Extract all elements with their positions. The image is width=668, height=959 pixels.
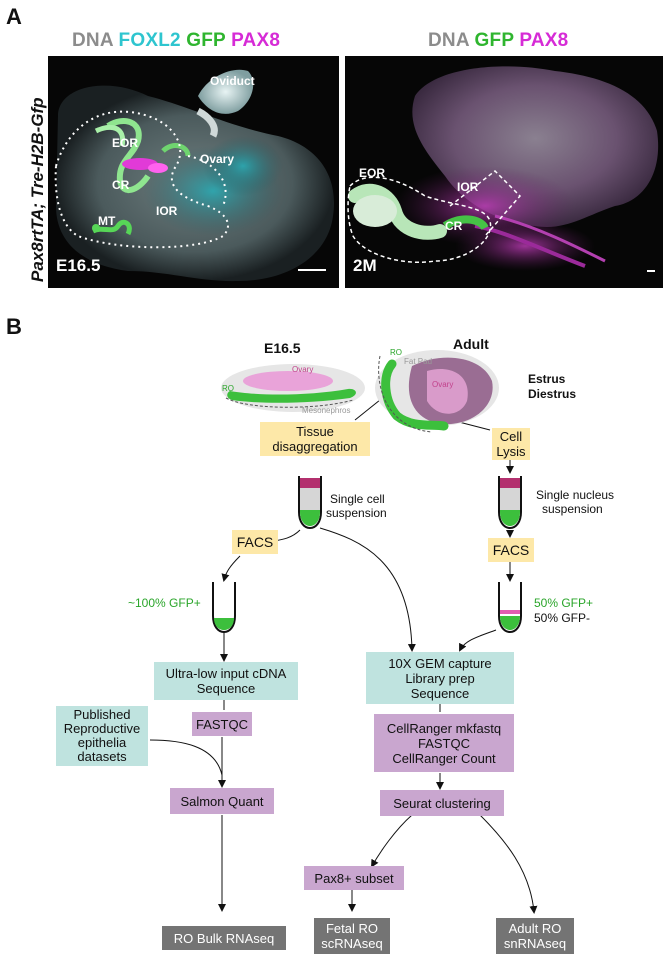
- gem-line3: Sequence: [410, 685, 470, 701]
- single-cell-tube: [298, 476, 322, 530]
- ultralow-line1: Ultra-low input cDNA: [165, 666, 287, 681]
- fetal-line1: Fetal RO: [325, 921, 378, 936]
- adult-fatpad-label: Fat Pad: [404, 357, 433, 366]
- tissue-disagg-line1: Tissue: [296, 424, 334, 439]
- single-nucleus-line2: suspension: [542, 502, 603, 516]
- gfp50-tube: [498, 582, 522, 634]
- gfp50neg-label: 50% GFP-: [534, 611, 591, 625]
- adult-line2: snRNAseq: [503, 936, 567, 951]
- gfp100-tube: [212, 582, 236, 634]
- adult-title: Adult: [453, 336, 489, 352]
- gfp100-label: ~100% GFP+: [128, 596, 201, 610]
- fetal-line2: scRNAseq: [321, 936, 383, 951]
- stage-label: E16.5: [56, 256, 101, 275]
- adult-ovary-label: Ovary: [432, 380, 454, 389]
- diestrus-label: Diestrus: [528, 387, 577, 401]
- facs-right-box: FACS: [488, 538, 534, 562]
- cellranger-line2: FASTQC: [417, 735, 470, 751]
- single-cell-line1: Single cell: [330, 492, 385, 506]
- cellranger-line1: CellRanger mkfastq: [386, 720, 502, 736]
- panel-a-letter: A: [6, 4, 22, 29]
- published-line4: datasets: [77, 749, 127, 764]
- label-eor: EOR: [112, 136, 139, 150]
- published-line1: Published: [73, 707, 131, 722]
- label-ior: IOR: [156, 204, 178, 218]
- right-stain-header: DNA GFP PAX8: [428, 30, 568, 52]
- left-stain-header: DNA FOXL2 GFP PAX8: [72, 30, 280, 52]
- ro-bulk-rnaseq-box: RO Bulk RNAseq: [162, 926, 286, 950]
- stain-dna: DNA: [72, 30, 114, 51]
- adult-ro-box: Adult RO snRNAseq: [496, 918, 574, 954]
- micrograph-e16-5: Oviduct EOR Ovary CR IOR MT E16.5: [48, 56, 339, 288]
- cellranger-line3: CellRanger Count: [392, 750, 496, 766]
- micrograph-2m: EOR IOR CR 2M: [345, 56, 663, 288]
- cell-lysis-line2: Lysis: [496, 444, 526, 459]
- stain-pax8: PAX8: [519, 30, 569, 51]
- cell-lysis-box: Cell Lysis: [492, 428, 530, 460]
- label-oviduct: Oviduct: [210, 74, 255, 88]
- cellranger-box: CellRanger mkfastq FASTQC CellRanger Cou…: [374, 714, 514, 772]
- stain-dna: DNA: [428, 30, 470, 51]
- stain-gfp: GFP: [186, 30, 226, 51]
- gfp50pos-label: 50% GFP+: [534, 596, 594, 610]
- stage-label: 2M: [353, 256, 377, 275]
- adult-schematic: [375, 350, 499, 433]
- gem-capture-box: 10X GEM capture Library prep Sequence: [366, 652, 514, 704]
- seurat-clustering-box: Seurat clustering: [380, 790, 504, 816]
- gem-line1: 10X GEM capture: [388, 655, 492, 671]
- fastqc-box: FASTQC: [192, 712, 252, 736]
- stain-foxl2: FOXL2: [118, 30, 181, 51]
- label-mt: MT: [98, 214, 116, 228]
- label-ovary: Ovary: [200, 152, 235, 166]
- label-cr: CR: [445, 219, 463, 233]
- e165-mesonephros-label: Mesonephros: [302, 406, 351, 415]
- ultralow-box: Ultra-low input cDNA Sequence: [154, 662, 298, 700]
- e165-schematic: [221, 364, 365, 412]
- panel-b-letter: B: [6, 314, 22, 339]
- stain-gfp: GFP: [474, 30, 514, 51]
- published-datasets-box: Published Reproductive epithelia dataset…: [56, 706, 148, 766]
- estrus-label: Estrus: [528, 372, 566, 386]
- cell-lysis-line1: Cell: [499, 429, 523, 444]
- e165-title: E16.5: [264, 340, 301, 356]
- label-cr: CR: [112, 178, 130, 192]
- facs-left-box: FACS: [232, 530, 278, 554]
- fetal-ro-box: Fetal RO scRNAseq: [314, 918, 390, 954]
- salmon-quant-box: Salmon Quant: [170, 788, 274, 814]
- stain-pax8: PAX8: [231, 30, 281, 51]
- adult-ro-label: RO: [390, 348, 402, 357]
- pax8-subset-box: Pax8+ subset: [304, 866, 404, 890]
- label-eor: EOR: [359, 166, 386, 180]
- e165-ovary-label: Ovary: [292, 365, 314, 374]
- label-ior: IOR: [457, 180, 479, 194]
- ultralow-line2: Sequence: [196, 681, 256, 696]
- adult-line1: Adult RO: [508, 921, 562, 936]
- tissue-disagg-line2: disaggregation: [272, 439, 358, 454]
- gem-line2: Library prep: [405, 670, 475, 686]
- e165-ro-label: RO: [222, 384, 234, 393]
- published-line3: epithelia: [77, 735, 127, 750]
- single-nucleus-line1: Single nucleus: [536, 488, 615, 502]
- single-nucleus-tube: [498, 476, 522, 530]
- published-line2: Reproductive: [63, 721, 141, 736]
- single-cell-line2: suspension: [326, 506, 387, 520]
- tissue-disaggregation-box: Tissue disaggregation: [260, 422, 370, 456]
